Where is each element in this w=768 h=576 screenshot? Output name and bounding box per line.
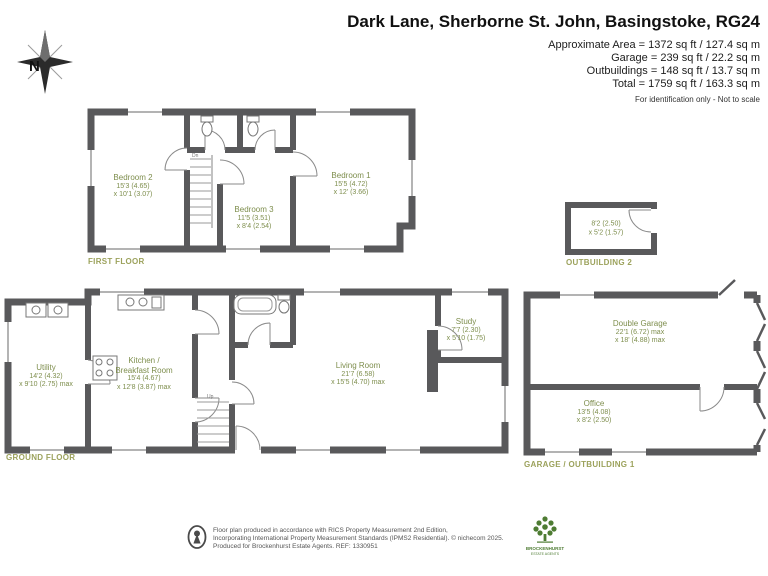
hob-icon — [92, 355, 118, 381]
first-floor-windows — [87, 108, 416, 253]
room-label-kitchen: Kitchen / Breakfast Room 15'4 (4.67) x 1… — [115, 356, 172, 392]
garage-outbuilding1-label: GARAGE / OUTBUILDING 1 — [524, 460, 635, 469]
room-name: Office — [583, 398, 605, 408]
garage-walls — [523, 279, 767, 456]
room-name: Bedroom 2 — [113, 172, 153, 182]
room-label-bedroom-2: Bedroom 2 15'3 (4.65) x 10'1 (3.07) — [113, 173, 152, 200]
room-label-double-garage: Double Garage 22'1 (6.72) max x 18' (4.8… — [613, 319, 667, 346]
room-name: Living Room — [335, 360, 381, 370]
room-label-utility: Utility 14'2 (4.32) x 9'10 (2.75) max — [19, 363, 73, 390]
room-dims: 21'7 (6.58) x 15'5 (4.70) max — [331, 370, 385, 386]
room-dims: 8'2 (2.50) x 5'2 (1.57) — [588, 220, 624, 237]
disclaimer-text: For identification only - Not to scale — [635, 95, 760, 104]
total-area-line: Total = 1759 sq ft / 163.3 sq m — [612, 78, 760, 90]
room-name: Study — [455, 316, 477, 326]
stairs-down-label: Dn — [192, 153, 199, 159]
first-floor-walls — [87, 108, 416, 253]
room-name: Bedroom 1 — [331, 170, 371, 180]
room-dims: 22'1 (6.72) max x 18' (4.88) max — [615, 328, 665, 344]
footer-line-3: Produced for Brockenhurst Estate Agents.… — [213, 542, 378, 550]
garage-area-line: Garage = 239 sq ft / 22.2 sq m — [611, 52, 760, 64]
room-dims: 15'4 (4.67) x 12'8 (3.87) max — [117, 375, 171, 391]
footer-line-1: Floor plan produced in accordance with R… — [213, 527, 448, 534]
footer-line-2: Incorporating International Property Mea… — [213, 534, 504, 542]
room-name: Bedroom 3 — [234, 204, 274, 214]
room-label-office: Office 13'5 (4.08) x 8'2 (2.50) — [577, 399, 612, 426]
garage-door-leaves — [718, 279, 767, 446]
first-floor-doors — [164, 129, 318, 185]
ground-floor-doors — [87, 309, 463, 423]
kitchen-sink-icon — [117, 294, 165, 311]
room-name: Utility — [36, 362, 56, 372]
compass-icon: N — [17, 30, 73, 94]
brockenhurst-tree-icon — [533, 516, 557, 543]
brand-subtitle-text: ESTATE AGENTS — [530, 552, 560, 556]
compass-north-label: N — [29, 58, 40, 75]
room-label-outbuilding-2: 8'2 (2.50) x 5'2 (1.57) — [589, 221, 624, 238]
room-dims: 15'3 (4.65) x 10'1 (3.07) — [113, 182, 153, 198]
room-dims: 15'5 (4.72) x 12' (3.66) — [333, 180, 369, 196]
room-dims: 13'5 (4.08) x 8'2 (2.50) — [576, 408, 612, 424]
utility-appliances-icon — [25, 302, 69, 318]
certification-keyhole-icon — [187, 525, 207, 549]
outbuilding2-label: OUTBUILDING 2 — [566, 258, 633, 267]
footer-disclaimer: Floor plan produced in accordance with R… — [213, 527, 504, 550]
stairs-icon — [190, 155, 213, 228]
ground-floor-walls — [4, 288, 509, 454]
header: Dark Lane, Sherborne St. John, Basingsto… — [347, 12, 760, 104]
ground-floor-windows — [4, 288, 509, 454]
room-label-bedroom-1: Bedroom 1 15'5 (4.72) x 12' (3.66) — [331, 171, 370, 198]
approximate-area-line: Approximate Area = 1372 sq ft / 127.4 sq… — [548, 39, 760, 51]
garage-windows — [545, 291, 646, 456]
bathtub-icon — [233, 294, 277, 315]
outbuildings-area-line: Outbuildings = 148 sq ft / 13.7 sq m — [586, 65, 760, 77]
area-summary: Approximate Area = 1372 sq ft / 127.4 sq… — [347, 39, 760, 91]
first-floor-label: FIRST FLOOR — [88, 257, 145, 266]
room-name: Kitchen / Breakfast Room — [115, 356, 173, 375]
room-dims: 14'2 (4.32) x 9'10 (2.75) max — [19, 372, 73, 388]
room-name: Double Garage — [612, 318, 668, 328]
stairs-icon-gf — [197, 401, 229, 443]
toilet-icon — [200, 115, 260, 137]
room-label-bedroom-3: Bedroom 3 11'5 (3.51) x 8'4 (2.54) — [234, 205, 273, 232]
room-dims: 7'7 (2.30) x 5'10 (1.75) — [446, 326, 486, 342]
room-label-living-room: Living Room 21'7 (6.58) x 15'5 (4.70) ma… — [331, 361, 385, 388]
brand-name-text: BROCKENHURST — [525, 546, 565, 551]
room-dims: 11'5 (3.51) x 8'4 (2.54) — [236, 214, 272, 230]
room-label-study: Study 7'7 (2.30) x 5'10 (1.75) — [447, 317, 486, 344]
toilet-icon-gf — [277, 294, 291, 314]
outbuilding2-walls — [565, 202, 658, 255]
page-title: Dark Lane, Sherborne St. John, Basingsto… — [347, 12, 760, 31]
chimney-breast — [427, 330, 438, 392]
ground-floor-label: GROUND FLOOR — [6, 453, 76, 462]
stairs-up-label: Up — [207, 394, 214, 400]
front-door — [235, 425, 261, 455]
